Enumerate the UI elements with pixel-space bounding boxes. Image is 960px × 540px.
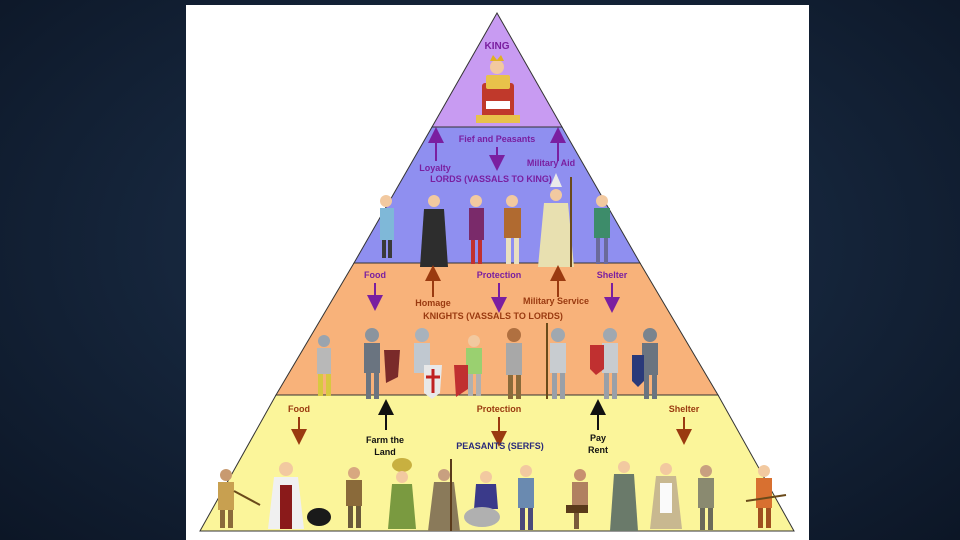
knight-3 [414,328,442,399]
lord-1 [380,195,394,258]
lord-6 [594,195,610,264]
knight-4 [454,335,482,397]
knights-food-label: Food [364,270,386,280]
knight-6 [546,323,566,399]
knight-1 [317,335,331,396]
pay-rent-label-line1: Pay [590,433,606,443]
peasant-12 [745,465,787,528]
knights-title: KNIGHTS (VASSALS TO LORDS) [423,311,563,321]
lord-3 [469,195,484,264]
peasant-11 [698,465,714,530]
knights-protection-label: Protection [477,270,522,280]
peasant-7 [518,465,534,530]
peasant-5 [428,459,460,531]
peasant-6 [464,471,500,527]
king-figure [476,55,520,123]
knights-figures [317,323,658,399]
peasant-1 [218,469,261,528]
farm-the-land-label-line2: Land [374,447,396,457]
peasant-9 [610,461,638,531]
military-service-label: Military Service [523,296,589,306]
knight-2 [364,328,400,399]
lords-title: LORDS (VASSALS TO KING) [430,174,552,184]
farm-the-land-label-line1: Farm the [366,435,404,445]
fief-and-peasants-label: Fief and Peasants [459,134,536,144]
lord-2 [420,195,448,267]
knight-5 [506,328,522,399]
king-title: KING [485,41,510,52]
knight-7 [590,328,618,399]
peasant-3 [346,467,362,528]
lord-4 [504,195,521,264]
pay-rent-label-line2: Rent [588,445,608,455]
homage-label: Homage [415,298,451,308]
peasant-4 [388,458,416,529]
peasants-figures [218,458,787,531]
peasants-food-label: Food [288,404,310,414]
feudal-pyramid-diagram: KING Fief and Peasants Loyalty Military … [199,11,795,532]
military-aid-label: Military Aid [527,158,575,168]
peasants-title: PEASANTS (SERFS) [456,441,544,451]
peasants-shelter-label: Shelter [669,404,700,414]
peasant-8 [566,469,588,529]
peasant-10 [650,463,682,529]
knights-shelter-label: Shelter [597,270,628,280]
lords-figures [380,173,610,267]
loyalty-label: Loyalty [419,163,451,173]
peasant-2 [268,462,331,529]
slide-frame: KING Fief and Peasants Loyalty Military … [186,5,809,540]
peasants-protection-label: Protection [477,404,522,414]
knight-8 [632,328,658,399]
bishop [538,173,574,267]
